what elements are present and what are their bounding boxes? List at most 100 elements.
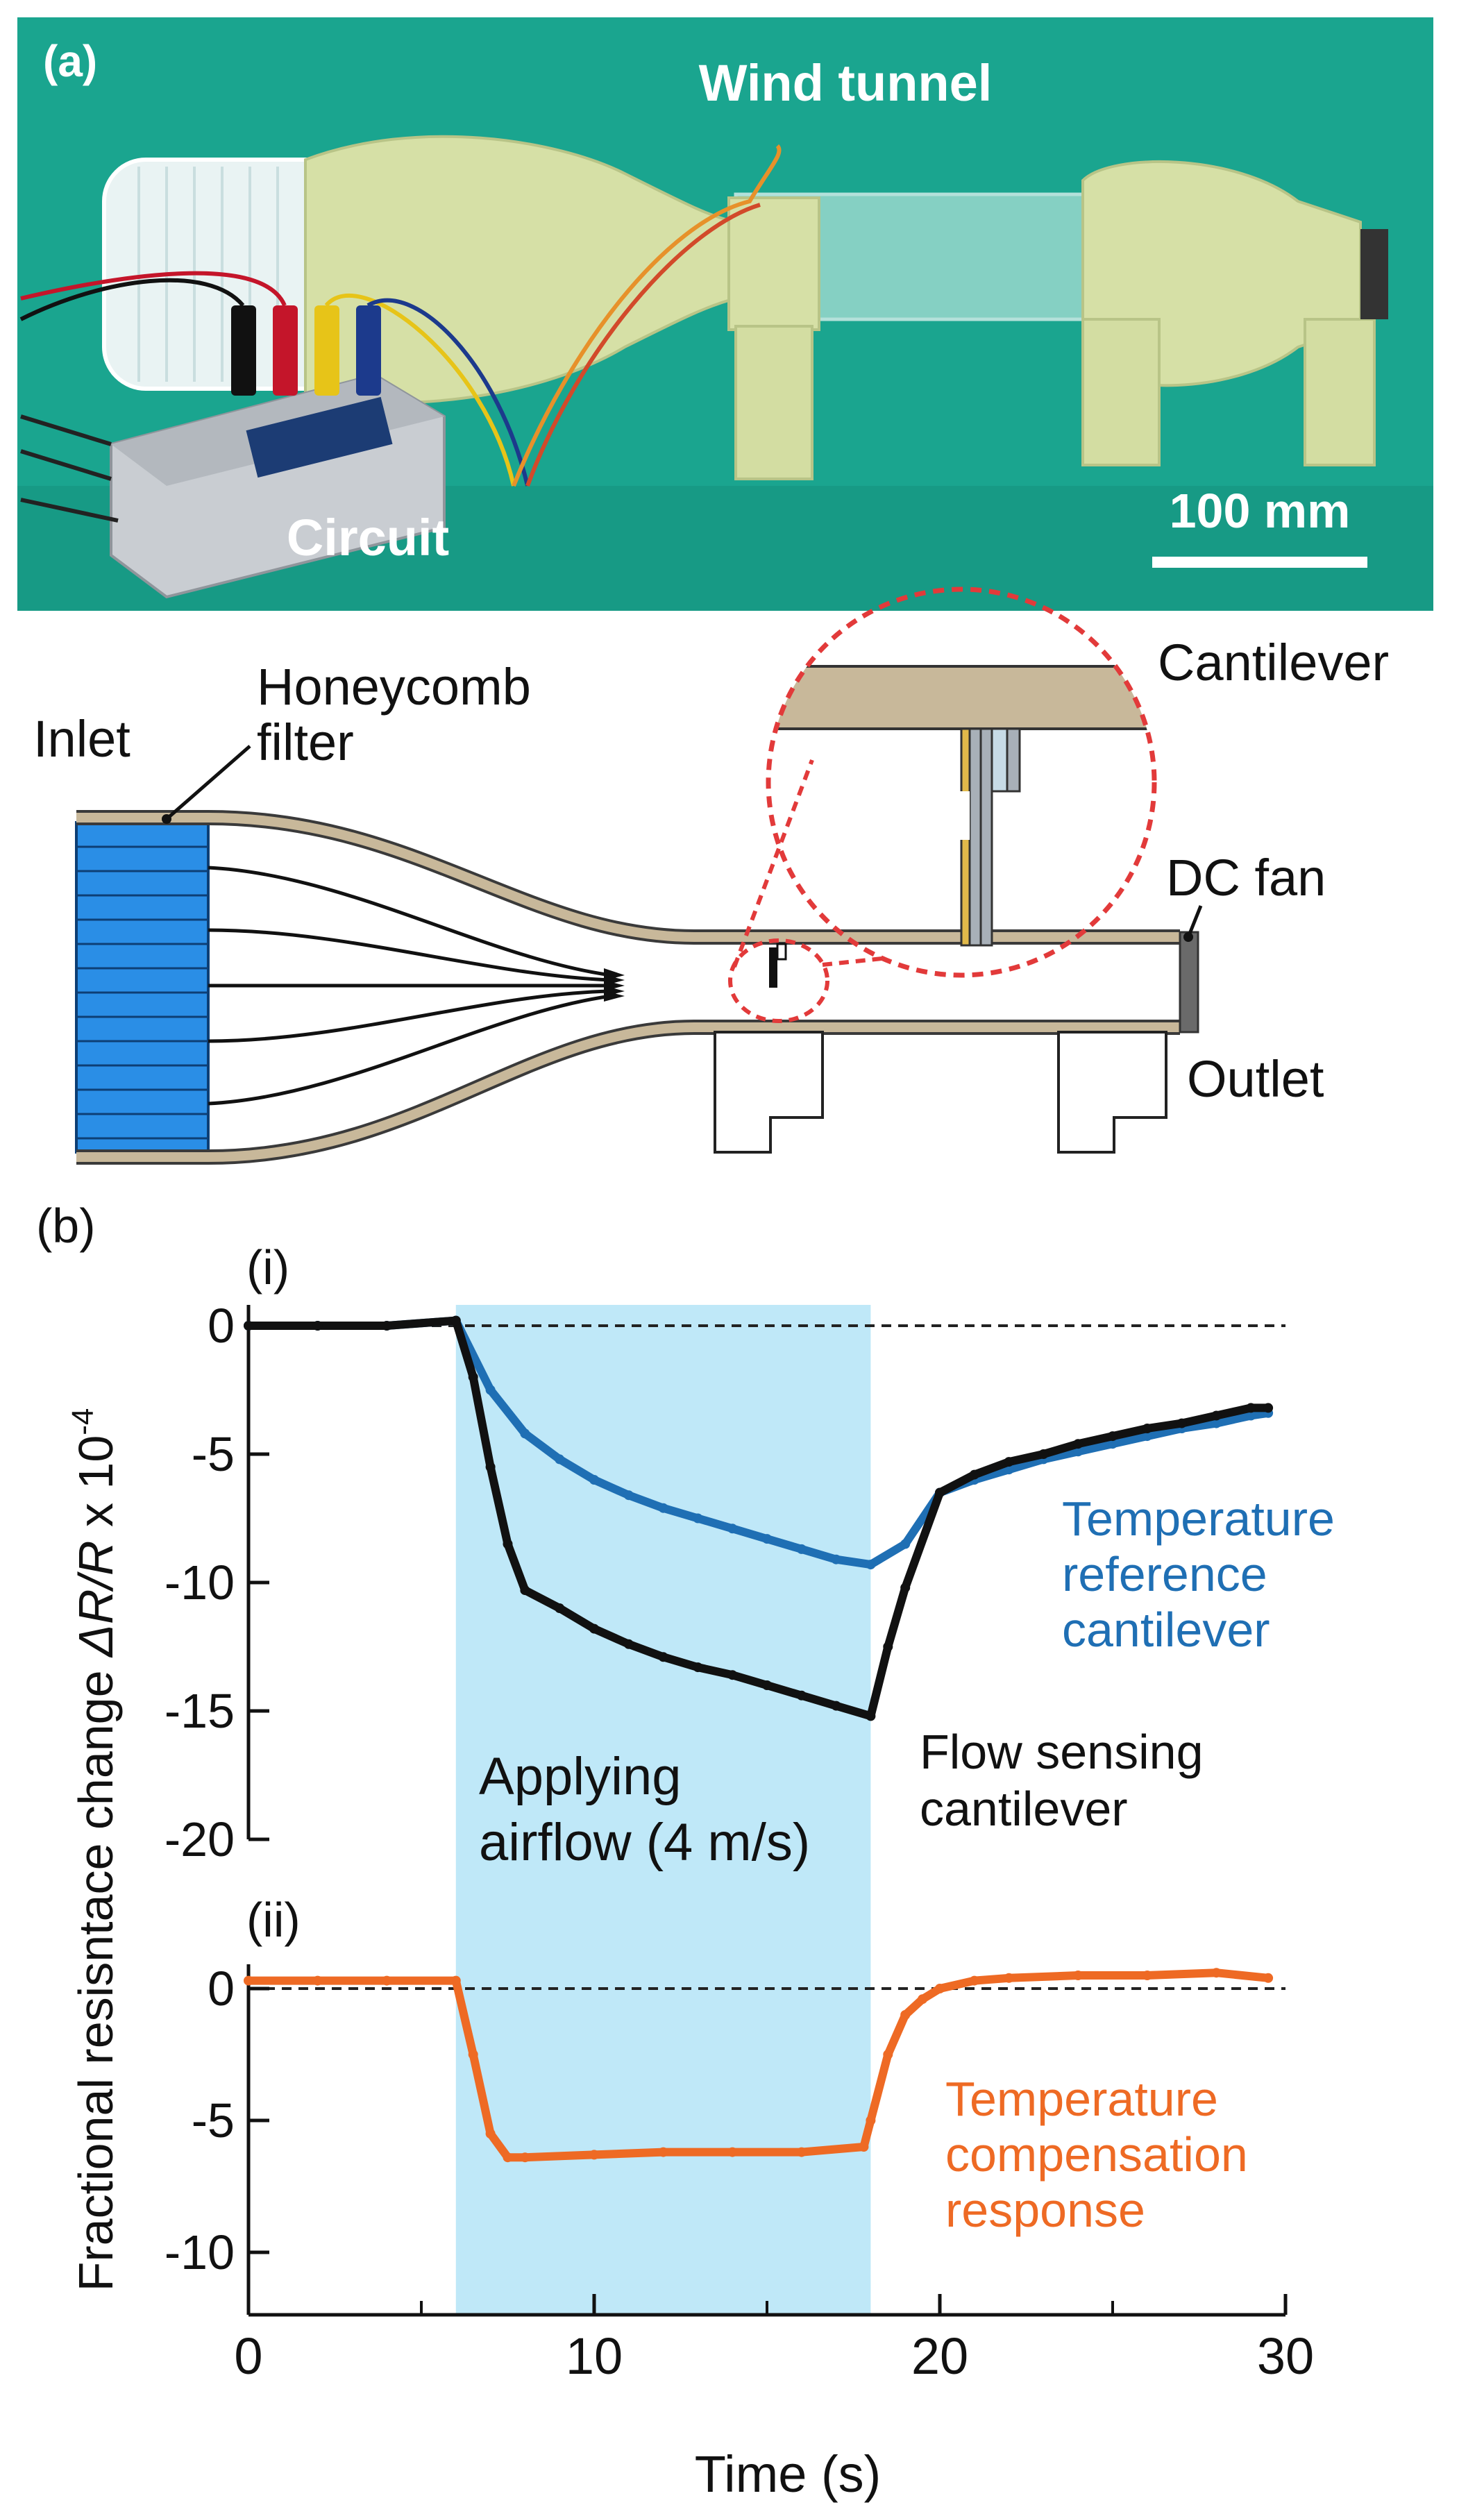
series-point (244, 1975, 253, 1986)
dc-fan-leader-dot (1183, 932, 1193, 942)
series-point (520, 2152, 530, 2163)
circuit-label: Circuit (287, 509, 449, 566)
series-point (589, 1623, 599, 1634)
x-axis-label: Time (s) (695, 2445, 882, 2503)
y-tick-label: -5 (192, 1427, 235, 1481)
series-point (485, 2129, 496, 2138)
series-point (866, 2116, 876, 2125)
series-point (796, 2147, 807, 2157)
series-point (1108, 1439, 1118, 1449)
panel-a-label: (a) (43, 36, 97, 86)
series-point (1246, 1403, 1256, 1413)
series-point (935, 1487, 945, 1498)
series-point (1211, 1410, 1222, 1421)
series-point (1211, 1968, 1222, 1978)
temp-ref-label-2: reference (1062, 1547, 1267, 1601)
zoom-lens-circle (766, 587, 1157, 978)
subplot-i-label: (i) (246, 1240, 289, 1294)
series-point (883, 2050, 893, 2059)
series-point (468, 2050, 478, 2059)
series-point (762, 1680, 772, 1690)
streamline-arrows (604, 968, 625, 1002)
series-point (1038, 1449, 1049, 1459)
series-point (866, 1711, 876, 1721)
temp-comp-label-1: Temperature (945, 2072, 1218, 2126)
y-axis-label-exp: -4 (66, 1408, 100, 1435)
series-point (918, 1994, 928, 2005)
series-point (244, 1321, 253, 1331)
series-point (900, 2010, 911, 2020)
zoom-line-left (732, 759, 814, 968)
y-tick-label: -10 (165, 1555, 235, 1610)
series-point (900, 1583, 911, 1593)
series-line-temperature-reference-cantilever (244, 1316, 1273, 1569)
series-point (900, 1539, 911, 1549)
series-point (727, 1670, 738, 1680)
series-point (468, 1372, 478, 1382)
series-point (1142, 1424, 1152, 1433)
series-point (969, 1975, 979, 1986)
y-tick-label: 0 (208, 1962, 235, 2016)
series-point (1177, 1418, 1187, 1428)
support-left (734, 325, 813, 480)
dc-fan (1179, 931, 1199, 1034)
series-point (382, 1321, 392, 1331)
panel-b-label: (b) (36, 1199, 96, 1253)
shade-label-line2: airflow (4 m/s) (479, 1813, 810, 1872)
y-axis-label-suffix: x 10 (69, 1435, 123, 1541)
series-line-temperature-compensation-response (244, 1968, 1273, 2162)
series-point (1142, 1431, 1152, 1442)
series-point (1263, 1973, 1274, 1983)
series-point (450, 1315, 461, 1326)
y-tick-label: 0 (208, 1299, 235, 1353)
schematic-panel: Inlet Honeycomb filter Cantilever DC fan… (33, 587, 1389, 1165)
series-point (658, 1652, 668, 1662)
cantilever-small (769, 947, 777, 988)
y-tick-label: -15 (165, 1684, 235, 1738)
chart-series (244, 1315, 1274, 2163)
series-point (589, 2150, 599, 2160)
series-point (935, 1984, 945, 1993)
honeycomb-label-line2: filter (257, 714, 354, 771)
y-axis-label: Fractional resisntace change ΔR/R x 10-4 (66, 1408, 123, 2292)
top-wall (76, 813, 1180, 942)
temp-comp-label-2: compensation (945, 2127, 1248, 2182)
series-point (693, 1662, 703, 1673)
subplot-ii-label: (ii) (246, 1893, 301, 1947)
wind-tunnel-label: Wind tunnel (699, 54, 993, 112)
series-point (859, 2142, 869, 2152)
series-point (1246, 1410, 1256, 1421)
scale-bar-label: 100 mm (1170, 484, 1351, 538)
series-point (312, 1321, 323, 1331)
photo-panel: (a) Wind tunnel Circuit 100 mm (17, 17, 1433, 611)
series-point (555, 1454, 565, 1465)
series-point (727, 1524, 738, 1534)
series-point (503, 2152, 513, 2163)
y-axis-label-prefix: Fractional resisntace change (69, 1657, 123, 2291)
circuit-switches (246, 396, 393, 478)
cantilever-small-ref (776, 943, 787, 961)
series-point (796, 1690, 807, 1701)
series-point (883, 1642, 893, 1652)
zoom-lens-contents (768, 665, 1154, 947)
cantilever-label: Cantilever (1158, 634, 1389, 691)
streamlines (208, 866, 612, 1106)
y-tick-label: -10 (165, 2225, 235, 2279)
support-right-2 (1304, 318, 1376, 466)
x-tick-label: 20 (911, 2327, 968, 2385)
series-point (1004, 1457, 1014, 1467)
x-tick-label: 10 (566, 2327, 623, 2385)
series-point (1263, 1403, 1274, 1413)
top-wall-outline (76, 810, 1180, 945)
shade-label-line1: Applying (479, 1747, 682, 1806)
series-point (727, 2147, 738, 2157)
wires (19, 144, 782, 523)
series-point (796, 1544, 807, 1554)
temp-ref-label-3: cantilever (1062, 1603, 1270, 1657)
series-point (1211, 1418, 1222, 1428)
series-point (1073, 1971, 1084, 1980)
dc-fan-leader (1186, 905, 1203, 938)
dc-fan-label: DC fan (1166, 849, 1326, 906)
